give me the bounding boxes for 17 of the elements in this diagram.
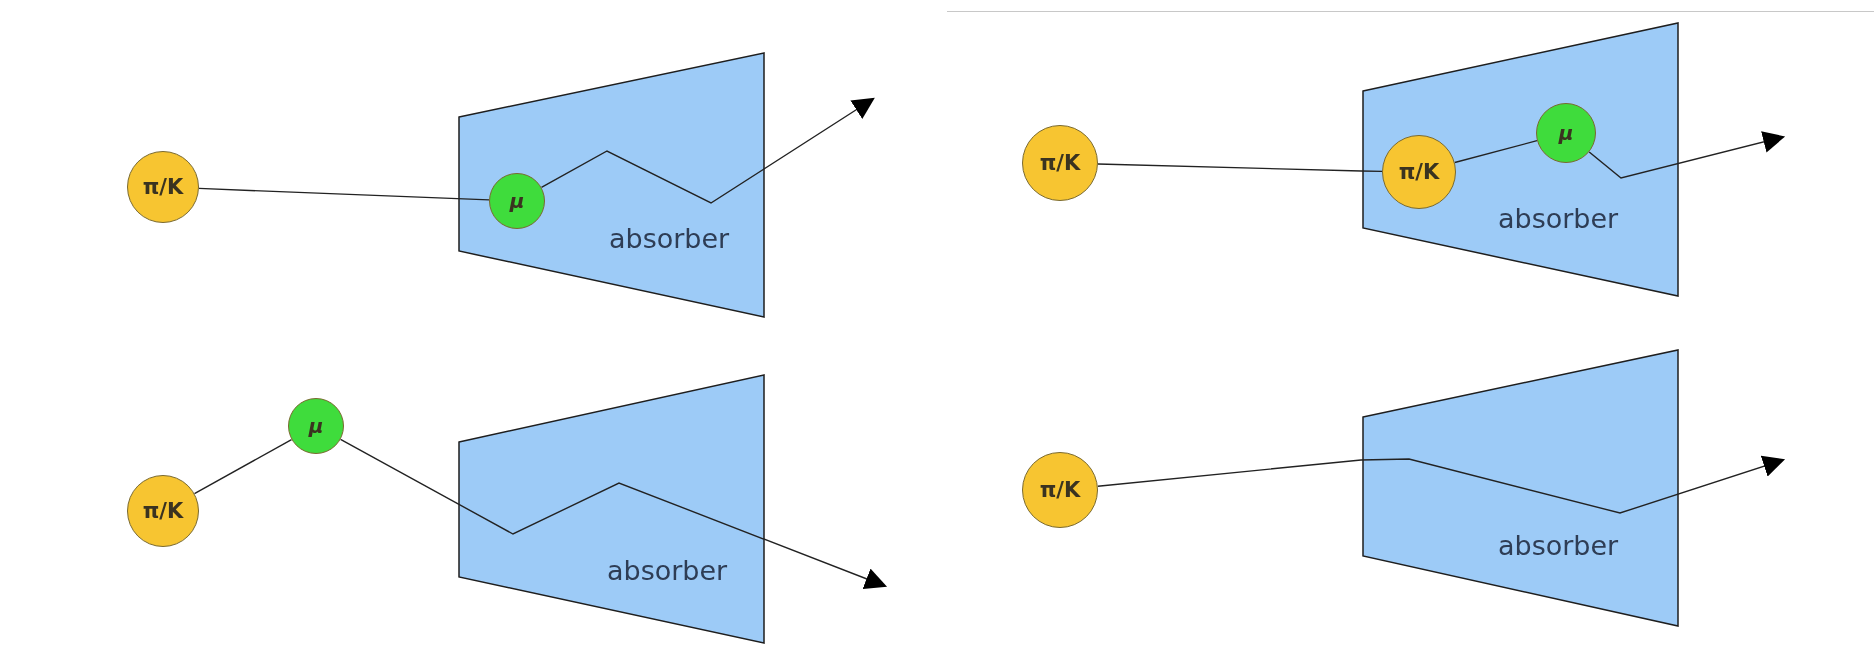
particle-circle: π/K xyxy=(1022,452,1098,528)
absorber-label: absorber xyxy=(607,555,728,586)
absorber-label: absorber xyxy=(1498,203,1619,234)
track-line xyxy=(198,187,490,201)
absorber-label: absorber xyxy=(1498,530,1619,561)
track-arrow xyxy=(1588,131,1786,179)
track-line xyxy=(193,438,293,495)
track-arrow xyxy=(1097,455,1786,514)
track-line xyxy=(1097,163,1383,173)
track-arrow xyxy=(339,438,888,590)
particle-circle: π/K xyxy=(1022,125,1098,201)
absorber-label: absorber xyxy=(609,223,730,254)
particle-circle: μ xyxy=(288,398,344,454)
track-line xyxy=(1454,140,1538,164)
track-arrow xyxy=(540,97,875,204)
particle-circle: π/K xyxy=(127,151,199,223)
particle-circle: π/K xyxy=(127,475,199,547)
